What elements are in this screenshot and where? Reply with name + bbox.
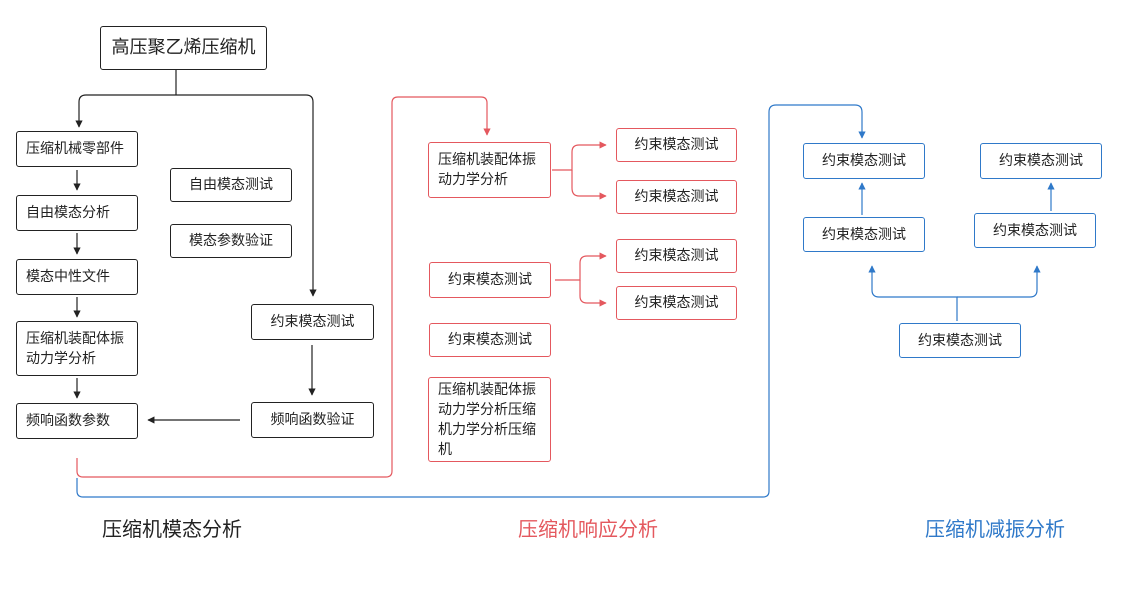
node-frf-parameters[interactable]: 频响函数参数 [16,403,138,439]
node-frf-validation[interactable]: 频响函数验证 [251,402,374,438]
response-source-1[interactable]: 压缩机装配体振动力学分析 [428,142,551,198]
damping-bottom[interactable]: 约束模态测试 [899,323,1021,358]
node-mechanical-parts[interactable]: 压缩机械零部件 [16,131,138,167]
response-target-2a[interactable]: 约束模态测试 [616,239,737,273]
damping-top-right[interactable]: 约束模态测试 [980,143,1102,179]
node-free-modal-test[interactable]: 自由模态测试 [170,168,292,202]
damping-top-left[interactable]: 约束模态测试 [803,143,925,179]
damping-mid-left[interactable]: 约束模态测试 [803,217,925,252]
section-title-response: 压缩机响应分析 [518,517,658,541]
response-target-2b[interactable]: 约束模态测试 [616,286,737,320]
response-single[interactable]: 约束模态测试 [429,323,551,357]
response-source-2[interactable]: 约束模态测试 [429,262,551,298]
node-free-modal-analysis[interactable]: 自由模态分析 [16,195,138,231]
section-title-modal: 压缩机模态分析 [102,517,242,541]
node-compressor-title[interactable]: 高压聚乙烯压缩机 [100,26,267,70]
response-bottom[interactable]: 压缩机装配体振动力学分析压缩机力学分析压缩机 [428,377,551,462]
section-title-damping: 压缩机减振分析 [925,517,1065,541]
response-target-1a[interactable]: 约束模态测试 [616,128,737,162]
node-modal-param-validation[interactable]: 模态参数验证 [170,224,292,258]
node-assembly-vibration-analysis[interactable]: 压缩机装配体振动力学分析 [16,321,138,376]
response-target-1b[interactable]: 约束模态测试 [616,180,737,214]
node-modal-neutral-file[interactable]: 模态中性文件 [16,259,138,295]
node-constrained-modal-test[interactable]: 约束模态测试 [251,304,374,340]
damping-mid-right[interactable]: 约束模态测试 [974,213,1096,248]
